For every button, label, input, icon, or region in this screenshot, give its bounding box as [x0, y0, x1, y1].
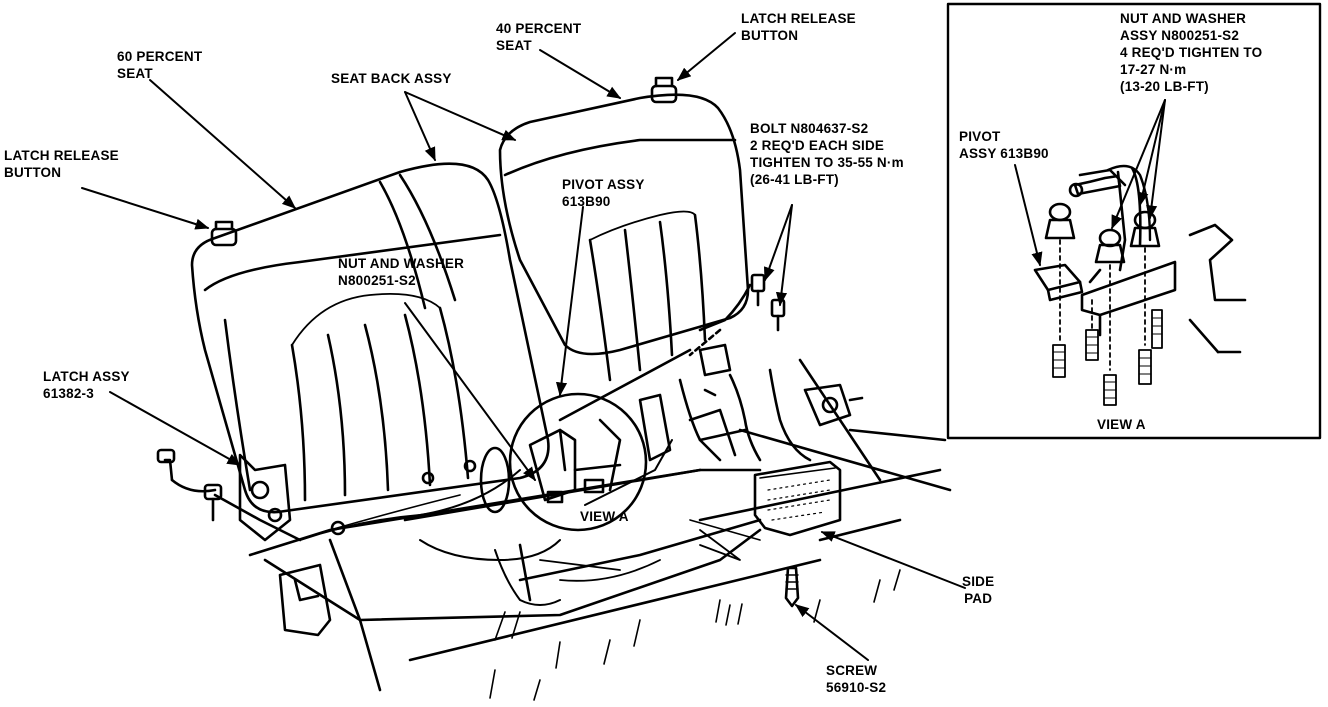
- label-line: TIGHTEN TO 35-55 N·m: [750, 155, 904, 170]
- label-pivot-assy: PIVOT ASSY 613B90: [562, 176, 645, 210]
- label-line: NUT AND WASHER: [338, 256, 465, 271]
- screw: [784, 566, 800, 608]
- inset-caption-view-a: VIEW A: [1097, 416, 1146, 433]
- label-line: LATCH RELEASE: [4, 148, 119, 163]
- label-line: BUTTON: [4, 165, 62, 180]
- inset-label-pivot-assy: PIVOT ASSY 613B90: [959, 128, 1049, 162]
- label-line: LATCH RELEASE: [741, 11, 856, 26]
- label-line: ASSY N800251-S2: [1120, 28, 1240, 43]
- label-line: ASSY 613B90: [959, 146, 1049, 161]
- label-line: 40 PERCENT: [496, 21, 582, 36]
- label-view-a-callout: VIEW A: [580, 508, 629, 525]
- label-line: (26-41 LB-FT): [750, 172, 839, 187]
- label-line: LATCH ASSY: [43, 369, 130, 384]
- pivot-bolts: [750, 273, 786, 332]
- label-line: SIDE: [962, 574, 995, 589]
- label-60-percent-seat: 60 PERCENT SEAT: [117, 48, 202, 82]
- label-line: VIEW A: [1097, 417, 1146, 432]
- label-line: BOLT N804637-S2: [750, 121, 869, 136]
- label-nut-and-washer: NUT AND WASHER N800251-S2: [338, 255, 464, 289]
- label-line: 60 PERCENT: [117, 49, 203, 64]
- label-latch-assy: LATCH ASSY 61382-3: [43, 368, 130, 402]
- seat-back-60: [190, 162, 550, 514]
- label-latch-release-button-right: LATCH RELEASE BUTTON: [741, 10, 856, 44]
- label-seat-back-assy: SEAT BACK ASSY: [331, 70, 452, 87]
- label-line: PAD: [964, 591, 993, 606]
- inset-label-nut-and-washer: NUT AND WASHER ASSY N800251-S2 4 REQ'D T…: [1120, 10, 1262, 95]
- label-screw: SCREW 56910-S2: [826, 662, 886, 696]
- label-line: N800251-S2: [338, 273, 416, 288]
- label-line: VIEW A: [580, 509, 629, 524]
- label-line: NUT AND WASHER: [1120, 11, 1247, 26]
- view-a-inset: [946, 2, 1322, 440]
- view-a-detail-circle: [508, 392, 648, 532]
- label-latch-release-button-left: LATCH RELEASE BUTTON: [4, 147, 119, 181]
- label-side-pad: SIDE PAD: [962, 573, 994, 607]
- label-line: SEAT: [117, 66, 153, 81]
- label-line: SCREW: [826, 663, 878, 678]
- seat-frame-cables: [299, 283, 812, 606]
- label-line: 61382-3: [43, 386, 94, 401]
- label-line: PIVOT ASSY: [562, 177, 645, 192]
- label-line: 17-27 N·m: [1120, 62, 1187, 77]
- seat-back-40: [498, 76, 750, 382]
- latch-assembly: [156, 448, 332, 637]
- label-line: BUTTON: [741, 28, 799, 43]
- label-line: (13-20 LB-FT): [1120, 79, 1209, 94]
- inset-nuts: [1044, 202, 1161, 264]
- leader-lines: [81, 32, 966, 661]
- label-bolt-spec: BOLT N804637-S2 2 REQ'D EACH SIDE TIGHTE…: [750, 120, 904, 188]
- side-pad: [753, 383, 864, 537]
- label-line: 613B90: [562, 194, 611, 209]
- label-line: PIVOT: [959, 129, 1001, 144]
- label-line: SEAT BACK ASSY: [331, 71, 452, 86]
- label-line: 56910-S2: [826, 680, 887, 695]
- label-line: SEAT: [496, 38, 532, 53]
- label-40-percent-seat: 40 PERCENT SEAT: [496, 20, 581, 54]
- label-line: 4 REQ'D TIGHTEN TO: [1120, 45, 1263, 60]
- label-line: 2 REQ'D EACH SIDE: [750, 138, 885, 153]
